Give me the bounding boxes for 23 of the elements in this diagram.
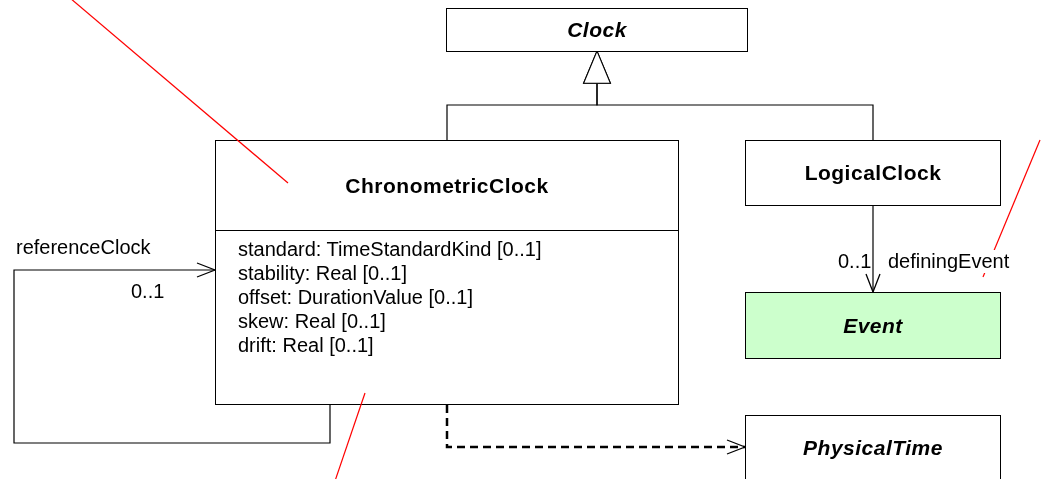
- class-name: LogicalClock: [804, 161, 942, 185]
- class-box: [446, 8, 748, 52]
- attribute-text: skew: Real [0..1]: [238, 309, 387, 333]
- class-name: Clock: [567, 18, 627, 42]
- class-name: Event: [843, 313, 903, 338]
- arrow: [445, 405, 746, 455]
- attribute-text: stability: Real [0..1]: [238, 261, 408, 285]
- attribute-text: drift: Real [0..1]: [238, 333, 375, 357]
- edge-label: definingEvent: [888, 250, 1010, 273]
- attribute-text: offset: DurationValue [0..1]: [238, 285, 474, 309]
- class-name: PhysicalTime: [803, 436, 943, 460]
- class-box: [215, 140, 679, 405]
- leader-line: [982, 139, 1041, 278]
- class-name: ChronometricClock: [345, 173, 549, 198]
- attribute-text: standard: TimeStandardKind [0..1]: [238, 237, 543, 261]
- leader-line: [334, 392, 366, 479]
- arrow: [583, 50, 874, 141]
- class-box: [745, 415, 1001, 479]
- arrow: [865, 205, 881, 293]
- class-box: [745, 140, 1001, 206]
- arrow: [13, 262, 331, 444]
- leader-line: [69, 0, 289, 184]
- class-box: [745, 292, 1001, 359]
